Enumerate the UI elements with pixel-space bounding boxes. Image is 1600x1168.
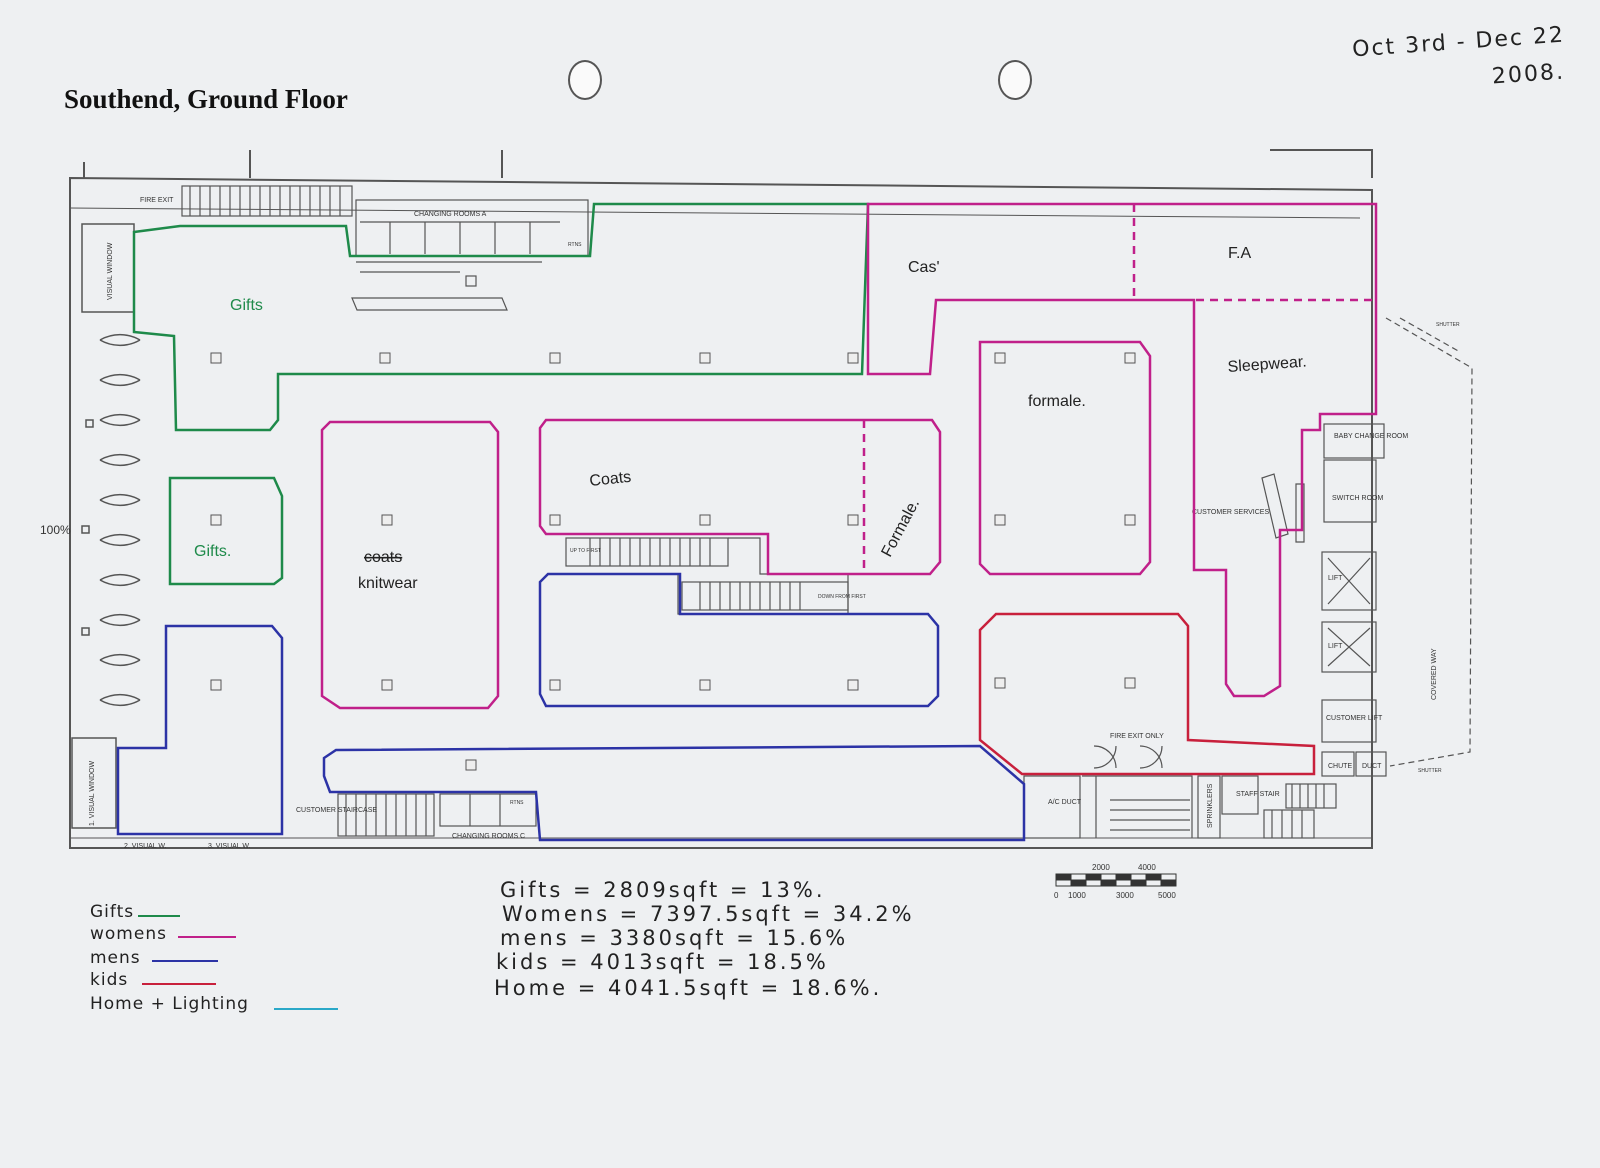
scale-tick-3000: 3000 [1116, 891, 1134, 900]
label-customer-services: CUSTOMER SERVICES [1192, 509, 1269, 516]
label-lift-2: LIFT [1328, 643, 1343, 650]
page-title: Southend, Ground Floor [64, 84, 348, 114]
zone-gifts-small [168, 476, 284, 586]
service-core [1023, 317, 1473, 839]
front-entrance [71, 223, 141, 829]
legend-swatch-mens [152, 960, 218, 962]
legend-swatch-kids [142, 983, 216, 985]
label-lift-1: LIFT [1328, 575, 1343, 582]
plan-labels: FIRE EXIT VISUAL WINDOW CHANGING ROOMS A… [40, 197, 1460, 850]
zone-formale-right [978, 340, 1152, 576]
label-staff-stair: STAFF STAIR [1236, 791, 1280, 798]
zone-label-formale-right: formale. [1028, 393, 1086, 410]
label-fire-exit-only: FIRE EXIT ONLY [1110, 733, 1164, 740]
stat-gifts: Gifts = 2809sqft = 13%. [500, 878, 826, 902]
legend-item-gifts: Gifts [90, 902, 134, 922]
label-ac-duct: A/C DUCT [1048, 799, 1082, 806]
label-customer-lift: CUSTOMER LIFT [1326, 715, 1383, 722]
scale-bar-labels: 2000 4000 0 1000 3000 5000 [1054, 863, 1176, 900]
scale-bar [1055, 873, 1177, 887]
zone-gifts-top [132, 202, 870, 432]
legend-label: Gifts [90, 902, 135, 922]
zone-label-gifts-top: Gifts [230, 297, 263, 314]
legend-swatch-gifts [138, 915, 180, 917]
punch-hole-right [998, 60, 1032, 100]
label-up-to-first: UP TO FIRST [570, 548, 601, 554]
label-visual-window-1: 1. VISUAL WINDOW [89, 761, 96, 826]
scale-tick-1000: 1000 [1068, 891, 1086, 900]
label-rtns-a: RTNS [568, 242, 582, 248]
zone-label-sleepwear: Sleepwear. [1227, 354, 1307, 376]
zone-label-coats: Coats [589, 469, 632, 490]
label-customer-staircase: CUSTOMER STAIRCASE [296, 807, 377, 814]
label-visual-w-2: 2. VISUAL W. [124, 843, 167, 850]
label-shutter-top: SHUTTER [1436, 322, 1460, 328]
legend-swatch-home [274, 1008, 338, 1010]
legend-item-mens: mens [90, 948, 141, 968]
zone-mens-center [538, 572, 940, 708]
zone-mens-bottom [322, 744, 1026, 842]
building-walls [69, 149, 1373, 849]
label-shutter-bottom: SHUTTER [1418, 768, 1442, 774]
zones-mens [116, 572, 1026, 842]
label-covered-way: COVERED WAY [1431, 648, 1438, 700]
zone-label-formale-rotated: Formale. [879, 496, 924, 560]
legend-label: womens [90, 924, 167, 944]
zone-coats [538, 418, 942, 576]
zone-names: Gifts Gifts. Cas' F.A Sleepwear. formale… [194, 245, 1307, 592]
zone-label-knitwear: knitwear [358, 575, 418, 592]
legend-item-kids: kids [90, 970, 128, 990]
legend-swatch-womens [178, 936, 236, 938]
top-fixtures [181, 185, 589, 311]
legend-item-womens: womens [90, 924, 167, 944]
central-escalators [565, 537, 849, 615]
zone-label-cas: Cas' [908, 259, 940, 276]
label-changing-rooms-c: CHANGING ROOMS C [452, 833, 525, 840]
scale-tick-2000: 2000 [1092, 863, 1110, 872]
stat-womens: Womens = 7397.5sqft = 34.2% [502, 902, 915, 926]
label-percent: 100% [40, 523, 71, 537]
zone-knitwear [320, 420, 500, 710]
zones-womens [320, 202, 1378, 710]
label-baby-change-room: BABY CHANGE ROOM [1334, 433, 1408, 440]
label-visual-window: VISUAL WINDOW [107, 242, 114, 300]
zone-label-coats-struck: coats [364, 549, 402, 566]
stat-mens: mens = 3380sqft = 15.6% [500, 926, 849, 950]
legend-label: kids [90, 970, 129, 990]
bottom-fixtures [337, 793, 537, 837]
zones-gifts [132, 202, 870, 586]
label-fire-exit: FIRE EXIT [140, 197, 174, 204]
zone-cas-fa [866, 202, 1378, 698]
fixture-markers [210, 352, 1136, 771]
stat-kids: kids = 4013sqft = 18.5% [496, 950, 829, 974]
label-duct: DUCT [1362, 763, 1382, 770]
punch-hole-left [568, 60, 602, 100]
label-chute: CHUTE [1328, 763, 1352, 770]
zones-kids [978, 612, 1316, 776]
scale-tick-5000: 5000 [1158, 891, 1176, 900]
zone-mens-left [116, 624, 284, 836]
label-switch-room: SWITCH ROOM [1332, 495, 1383, 502]
zone-label-gifts-small: Gifts. [194, 543, 231, 560]
scale-tick-4000: 4000 [1138, 863, 1156, 872]
label-changing-rooms-a: CHANGING ROOMS A [414, 211, 487, 218]
zone-label-fa: F.A [1228, 245, 1251, 262]
visual-window-bottom [71, 737, 117, 829]
label-rtns-c: RTNS [510, 800, 524, 806]
label-sprinklers: SPRINKLERS [1207, 783, 1214, 828]
legend-label: mens [90, 948, 141, 968]
stat-home: Home = 4041.5sqft = 18.6%. [494, 976, 883, 1000]
legend-item-home: Home + Lighting [90, 994, 249, 1014]
label-visual-w-3: 3. VISUAL W. [208, 843, 251, 850]
label-down-from-first: DOWN FROM FIRST [818, 594, 866, 600]
zone-kids-bottom-right [978, 612, 1316, 776]
scale-tick-0: 0 [1054, 891, 1059, 900]
legend-label: Home + Lighting [90, 994, 249, 1014]
